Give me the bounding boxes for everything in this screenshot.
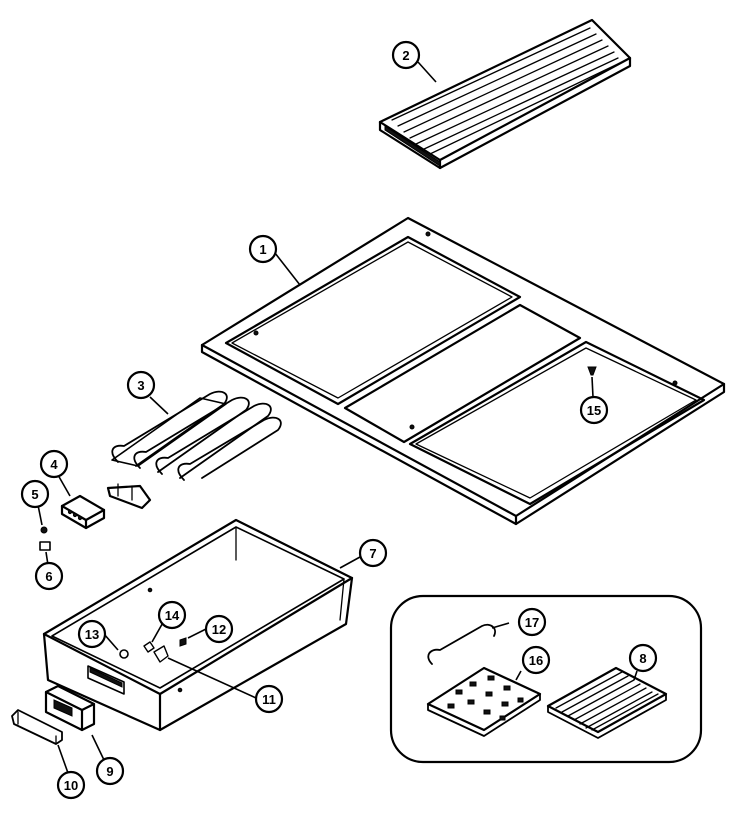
callout-2-label: 2 bbox=[402, 48, 409, 63]
callout-10: 10 bbox=[56, 770, 86, 800]
callout-6: 6 bbox=[34, 561, 64, 591]
callout-16: 16 bbox=[521, 645, 551, 675]
callout-10-label: 10 bbox=[64, 778, 78, 793]
callout-14: 14 bbox=[157, 600, 187, 630]
callout-5: 5 bbox=[20, 479, 50, 509]
callout-12-label: 12 bbox=[212, 622, 226, 637]
callout-11-label: 11 bbox=[262, 692, 276, 707]
callout-4: 4 bbox=[39, 449, 69, 479]
callout-15: 15 bbox=[579, 395, 609, 425]
callout-14-label: 14 bbox=[165, 608, 180, 623]
callout-5-label: 5 bbox=[31, 487, 38, 502]
callout-1: 1 bbox=[248, 234, 278, 264]
part-drip-pan bbox=[42, 518, 354, 732]
part-heating-element bbox=[106, 390, 282, 510]
part-bracket bbox=[11, 709, 63, 745]
part-grill-grate bbox=[378, 18, 632, 170]
callout-8: 8 bbox=[628, 643, 658, 673]
callout-15-label: 15 bbox=[587, 403, 601, 418]
callout-12: 12 bbox=[204, 614, 234, 644]
callout-16-label: 16 bbox=[529, 653, 543, 668]
accessory-kit-box bbox=[389, 594, 703, 764]
part-terminal-block bbox=[60, 494, 106, 530]
callout-6-label: 6 bbox=[45, 569, 52, 584]
callout-3: 3 bbox=[126, 370, 156, 400]
part-switch-block bbox=[44, 684, 96, 732]
callout-7-label: 7 bbox=[369, 546, 376, 561]
callout-3-label: 3 bbox=[137, 378, 144, 393]
callout-2: 2 bbox=[391, 40, 421, 70]
callout-7: 7 bbox=[358, 538, 388, 568]
callout-9: 9 bbox=[95, 756, 125, 786]
callout-9-label: 9 bbox=[106, 764, 113, 779]
callout-13-label: 13 bbox=[85, 627, 99, 642]
callout-17: 17 bbox=[517, 607, 547, 637]
callout-11: 11 bbox=[254, 684, 284, 714]
callout-8-label: 8 bbox=[639, 651, 646, 666]
callout-1-label: 1 bbox=[259, 242, 266, 257]
callout-17-label: 17 bbox=[525, 615, 539, 630]
callout-13: 13 bbox=[77, 619, 107, 649]
part-clip-and-nut bbox=[39, 526, 51, 551]
leader-lines bbox=[37, 61, 638, 774]
callout-4-label: 4 bbox=[50, 457, 58, 472]
part-cooktop-frame bbox=[200, 216, 726, 526]
